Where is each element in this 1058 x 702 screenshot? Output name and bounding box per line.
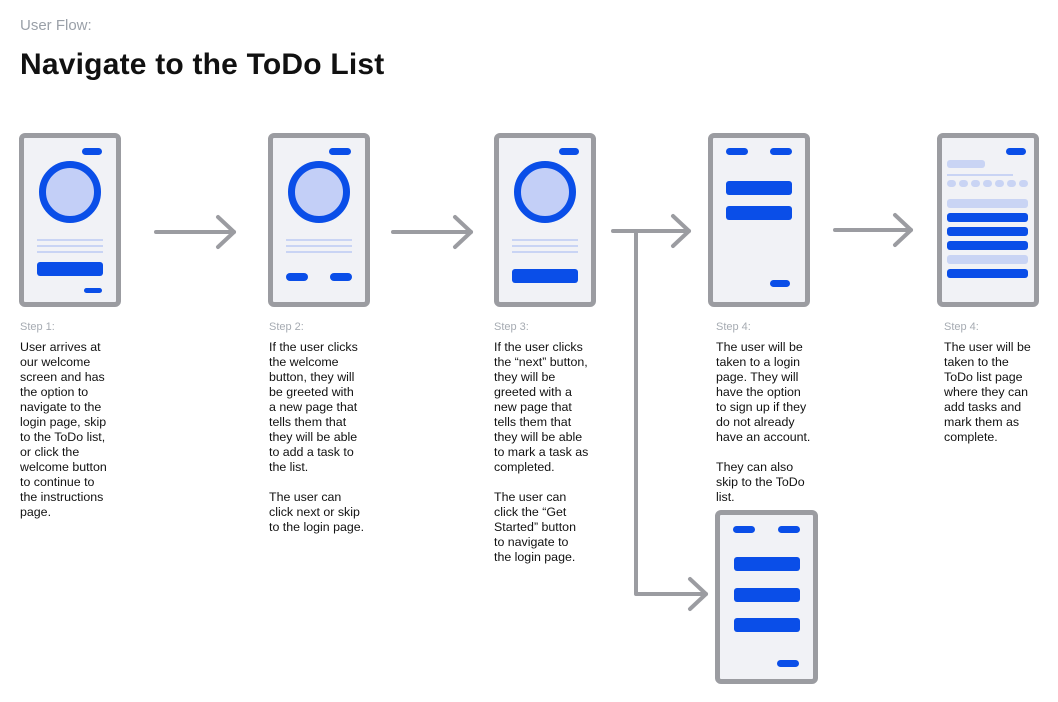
header-block [947,160,985,168]
complete-task-info-wireframe [494,133,596,307]
step-label: Step 2: [269,321,304,333]
next-pill [330,273,352,281]
todo-list-wireframe [937,133,1039,307]
step-label: Step 3: [494,321,529,333]
arrow-step3-to-login [611,214,691,248]
arrow-login-to-todo [833,213,913,247]
filter-dot [983,180,992,187]
info-circle [514,161,576,223]
skip-pill [286,273,308,281]
password-field [726,206,792,220]
filter-dot [971,180,980,187]
bottom-pill [777,660,799,667]
eyebrow-label: User Flow: [20,17,92,34]
task-row-done [947,255,1028,264]
arrow-step2-to-step3 [391,215,473,249]
step-description: If the user clicks the welcome button, t… [269,340,365,534]
text-line [947,174,1013,176]
info-circle [288,161,350,223]
step-2-caption: Step 2: If the user clicks the welcome b… [269,320,381,535]
task-row [947,241,1028,250]
top-pill [82,148,102,155]
step-3-caption: Step 3: If the user clicks the “next” bu… [494,320,606,565]
task-row [947,269,1028,278]
step-description: User arrives at our welcome screen and h… [20,340,107,519]
skip-screen-wireframe [715,510,818,684]
add-task-info-wireframe [268,133,370,307]
arrow-step1-to-step2 [154,215,236,249]
text-line [286,239,352,241]
text-line [37,251,103,253]
top-pill [329,148,351,155]
skip-pill [84,288,102,293]
task-row [947,227,1028,236]
text-line [512,239,578,241]
form-field [734,557,800,571]
top-pill-right [778,526,800,533]
skip-pill [770,280,790,287]
filter-dot [995,180,1004,187]
text-line [37,245,103,247]
text-line [512,245,578,247]
step-5-caption: Step 4: The user will be taken to the To… [944,320,1052,445]
welcome-button-block [37,262,103,276]
page-title: Navigate to the ToDo List [20,48,385,81]
top-pill-left [726,148,748,155]
login-screen-wireframe [708,133,810,307]
step-description: If the user clicks the “next” button, th… [494,340,589,564]
welcome-circle [39,161,101,223]
step-description: The user will be taken to the ToDo list … [944,340,1031,444]
step-label: Step 4: [944,321,979,333]
filter-dot [947,180,956,187]
task-row [947,213,1028,222]
filter-dot [959,180,968,187]
step-4-caption: Step 4: The user will be taken to a logi… [716,320,828,505]
filter-dot [1007,180,1016,187]
step-description: The user will be taken to a login page. … [716,340,811,504]
top-pill [1006,148,1026,155]
form-field [734,618,800,632]
text-line [37,239,103,241]
arrow-branch-to-skip [634,229,708,611]
login-field [726,181,792,195]
welcome-screen-wireframe [19,133,121,307]
text-line [286,245,352,247]
text-line [512,251,578,253]
task-row-done [947,199,1028,208]
step-1-caption: Step 1: User arrives at our welcome scre… [20,320,125,520]
top-pill-right [770,148,792,155]
get-started-block [512,269,578,283]
top-pill [559,148,579,155]
form-field [734,588,800,602]
step-label: Step 4: [716,321,751,333]
top-pill-left [733,526,755,533]
text-line [286,251,352,253]
filter-dot [1019,180,1028,187]
step-label: Step 1: [20,321,55,333]
